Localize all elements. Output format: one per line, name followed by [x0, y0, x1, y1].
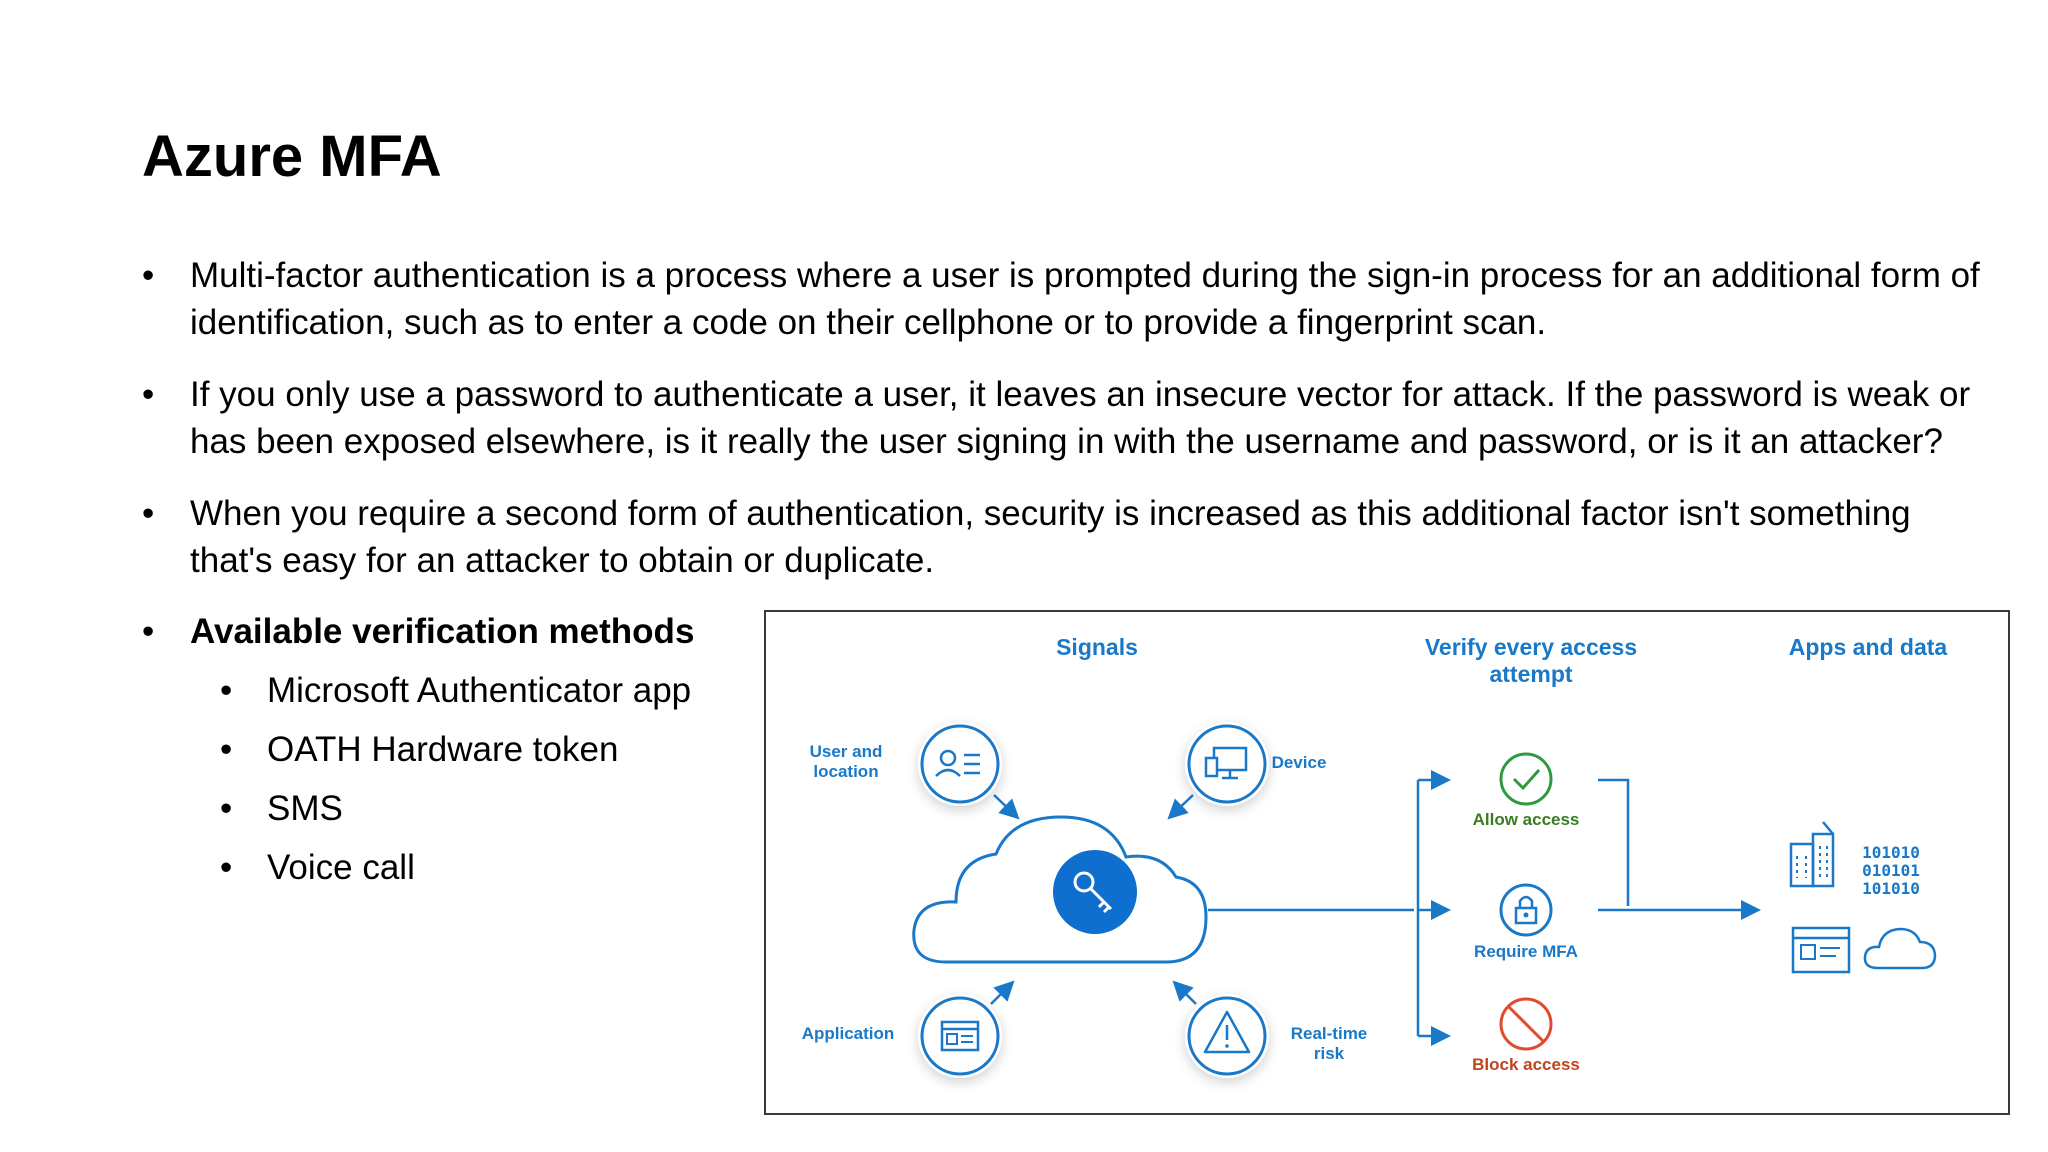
- bullet-item: • When you require a second form of auth…: [142, 490, 2002, 584]
- arrow-user-to-cloud: [993, 794, 1020, 820]
- slide-title: Azure MFA: [142, 124, 442, 189]
- binary-line-2: 010101: [1862, 861, 1920, 880]
- allow-access-label: Allow access: [1473, 810, 1580, 829]
- verify-header-line1: Verify every access: [1425, 634, 1637, 660]
- application-icon: [918, 994, 1002, 1078]
- methods-heading-text: Available verification methods: [190, 612, 695, 651]
- method-label: Microsoft Authenticator app: [267, 671, 692, 710]
- bullet-text: When you require a second form of authen…: [190, 494, 1911, 580]
- bullet-dot: •: [220, 730, 233, 769]
- binary-line-3: 101010: [1862, 879, 1920, 898]
- method-label: Voice call: [267, 848, 415, 887]
- allow-bracket-line: [1598, 778, 1630, 906]
- realtime-risk-icon: [1185, 994, 1269, 1078]
- application-label: Application: [802, 1024, 895, 1043]
- bullet-text: Multi-factor authentication is a process…: [190, 256, 1980, 342]
- user-location-label-1: User and: [810, 742, 883, 761]
- method-item: • SMS: [142, 785, 694, 832]
- method-label: OATH Hardware token: [267, 730, 619, 769]
- method-item: • OATH Hardware token: [142, 726, 694, 773]
- arrow-risk-to-cloud: [1172, 980, 1197, 1005]
- cloud-data-icon: [1863, 927, 1937, 970]
- device-icon: [1185, 722, 1269, 806]
- method-item: • Voice call: [142, 844, 694, 891]
- diagram-svg: Signals Verify every access attempt Apps…: [802, 634, 1948, 1078]
- bullet-text: If you only use a password to authentica…: [190, 375, 1971, 461]
- user-location-label-2: location: [813, 762, 878, 781]
- realtime-risk-label-1: Real-time: [1291, 1024, 1368, 1043]
- bullet-dot: •: [142, 375, 155, 414]
- bullet-item: • Multi-factor authentication is a proce…: [142, 252, 2002, 346]
- user-location-icon: [918, 722, 1002, 806]
- verification-methods: • Available verification methods • Micros…: [142, 608, 694, 891]
- method-label: SMS: [267, 789, 343, 828]
- require-mfa-label: Require MFA: [1474, 942, 1578, 961]
- block-access-icon: [1499, 997, 1553, 1051]
- key-icon: [1053, 850, 1137, 934]
- bullet-dot: •: [220, 789, 233, 828]
- bullet-dot: •: [142, 612, 155, 651]
- bullet-dot: •: [220, 671, 233, 710]
- bullet-list: • Multi-factor authentication is a proce…: [142, 252, 2002, 609]
- bullet-dot: •: [142, 256, 155, 295]
- require-mfa-icon: [1499, 883, 1553, 937]
- app-window-icon: [1791, 926, 1851, 974]
- bullet-dot: •: [220, 848, 233, 887]
- block-access-label: Block access: [1472, 1055, 1580, 1074]
- bullet-item: • If you only use a password to authenti…: [142, 371, 2002, 465]
- realtime-risk-label-2: risk: [1314, 1044, 1345, 1063]
- allow-access-icon: [1499, 752, 1553, 806]
- building-icon: [1789, 821, 1835, 888]
- verify-header-line2: attempt: [1489, 661, 1572, 687]
- arrow-application-to-cloud: [990, 980, 1015, 1005]
- arrow-device-to-cloud: [1167, 794, 1194, 820]
- binary-line-1: 101010: [1862, 843, 1920, 862]
- signals-header: Signals: [1056, 634, 1138, 660]
- methods-heading: • Available verification methods: [142, 608, 694, 655]
- device-label: Device: [1272, 753, 1327, 772]
- binary-data-icon: 101010 010101 101010: [1862, 843, 1920, 898]
- conditional-access-diagram: Signals Verify every access attempt Apps…: [764, 610, 2010, 1115]
- bullet-dot: •: [142, 494, 155, 533]
- apps-header: Apps and data: [1789, 634, 1948, 660]
- method-item: • Microsoft Authenticator app: [142, 667, 694, 714]
